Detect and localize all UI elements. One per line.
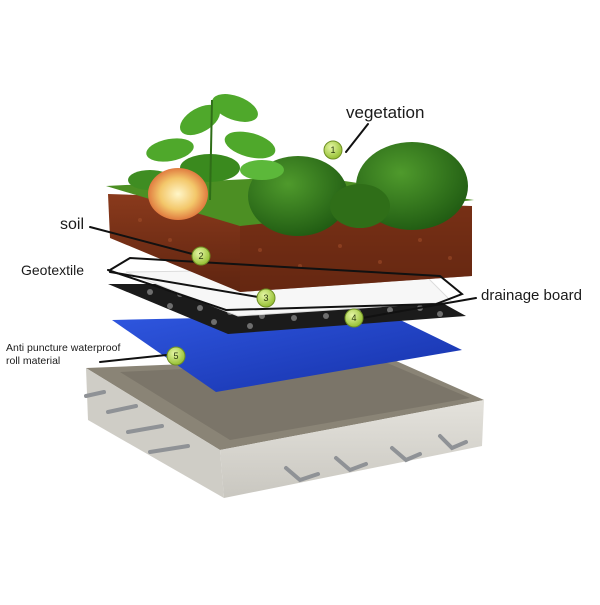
label-drainage-board: drainage board bbox=[481, 287, 582, 304]
rebar-stubs bbox=[84, 390, 468, 483]
marker-3-text: 3 bbox=[263, 293, 268, 303]
flower-cluster bbox=[148, 168, 208, 220]
shrubs bbox=[248, 142, 468, 236]
marker-1: 1 bbox=[323, 140, 343, 160]
leader-anti-puncture bbox=[99, 353, 177, 363]
marker-2-text: 2 bbox=[198, 251, 203, 261]
marker-4-text: 4 bbox=[351, 313, 356, 323]
leader-vegetation bbox=[345, 123, 369, 153]
leader-geotextile bbox=[107, 256, 464, 312]
leader-drainage bbox=[361, 297, 477, 319]
marker-3: 3 bbox=[256, 288, 276, 308]
waterproof-membrane bbox=[112, 314, 462, 392]
leader-lines bbox=[89, 123, 477, 363]
leader-soil bbox=[89, 226, 201, 257]
marker-4: 4 bbox=[344, 308, 364, 328]
leader-geotextile-marker bbox=[109, 271, 265, 299]
label-vegetation: vegetation bbox=[346, 103, 425, 122]
marker-1-text: 1 bbox=[330, 145, 335, 155]
label-geotextile: Geotextile bbox=[21, 262, 85, 278]
label-soil: soil bbox=[60, 216, 85, 233]
marker-5-text: 5 bbox=[173, 351, 178, 361]
label-anti-puncture-line1: Anti puncture waterproof bbox=[6, 342, 121, 354]
label-anti-puncture-line2: roll material bbox=[6, 355, 61, 367]
marker-5: 5 bbox=[166, 346, 186, 366]
label-anti-puncture: Anti puncture waterproof roll material bbox=[6, 342, 120, 368]
marker-2: 2 bbox=[191, 246, 211, 266]
